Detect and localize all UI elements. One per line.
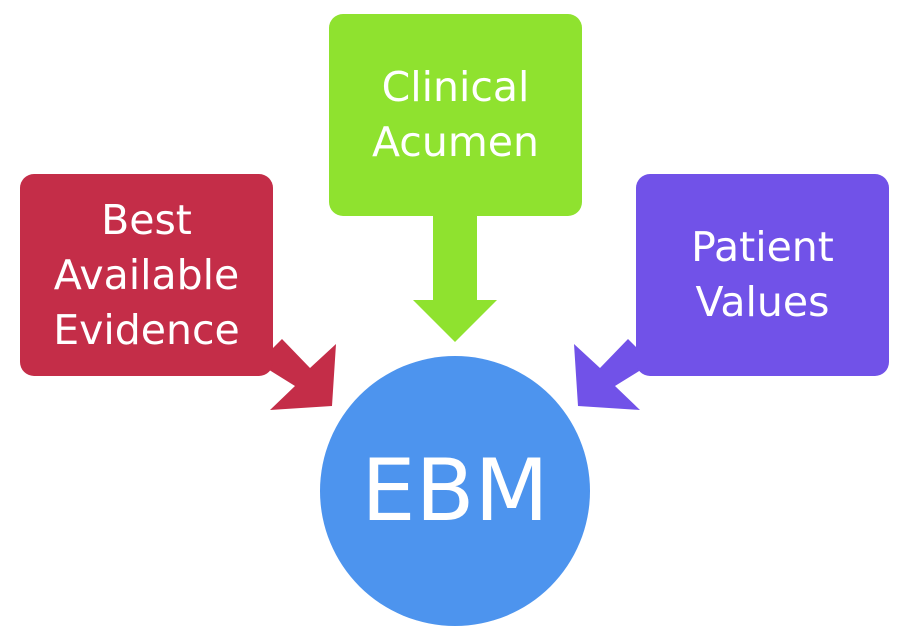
node-evidence-line-1: Best bbox=[101, 195, 192, 244]
node-best-available-evidence: Best Available Evidence bbox=[20, 174, 273, 376]
node-clinical-line-1: Clinical bbox=[381, 63, 530, 111]
node-ebm-circle: EBM bbox=[320, 356, 590, 626]
node-ebm-label: EBM bbox=[361, 441, 549, 541]
node-clinical-line-2: Acumen bbox=[371, 118, 539, 166]
arrow-values-to-ebm bbox=[574, 339, 652, 410]
arrow-evidence-to-ebm bbox=[258, 339, 336, 410]
node-values-line-2: Values bbox=[695, 278, 830, 326]
node-patient-values: Patient Values bbox=[636, 174, 889, 376]
node-evidence-line-3: Evidence bbox=[53, 305, 240, 354]
node-values-line-1: Patient bbox=[691, 223, 834, 271]
node-clinical-acumen: Clinical Acumen bbox=[329, 14, 582, 216]
node-evidence-line-2: Available bbox=[53, 250, 240, 299]
arrow-clinical-to-ebm bbox=[413, 212, 497, 342]
